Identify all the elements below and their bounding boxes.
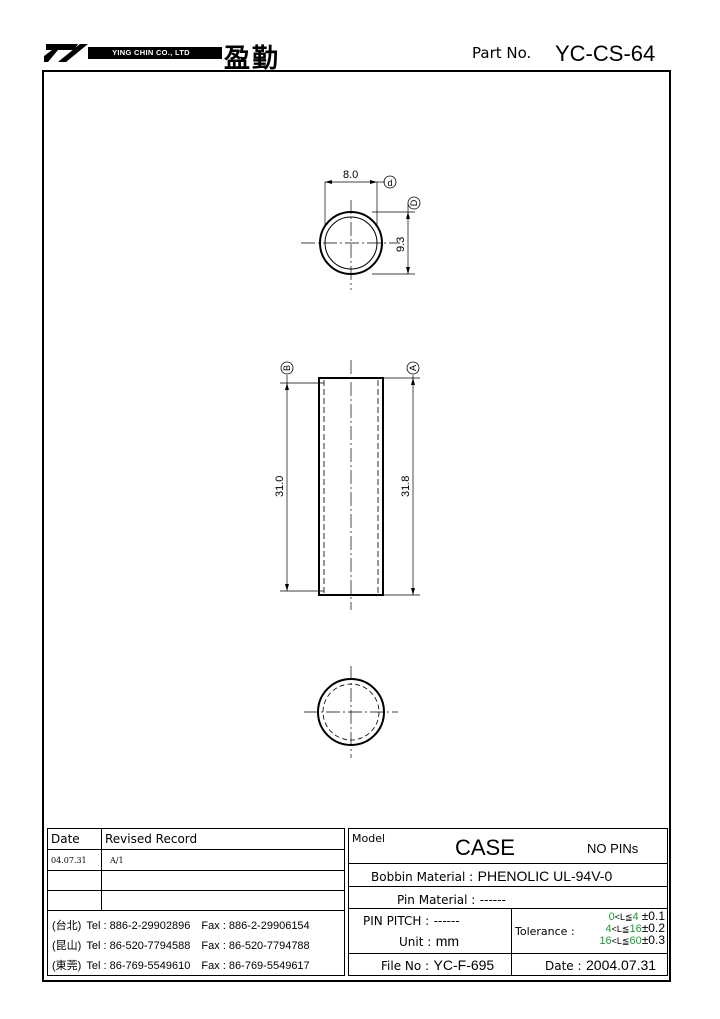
dim-d-value: 8.0 — [343, 169, 358, 181]
bobbin-material-value: PHENOLIC UL-94V-0 — [477, 868, 613, 884]
dim-d-label: d — [387, 178, 392, 188]
tolerance-lo: 16 — [599, 935, 612, 947]
pin-pitch-value: ------ — [433, 914, 460, 928]
company-name-cn: 盈勤 — [224, 44, 281, 74]
contact-tel: Tel : 86-520-7794588 — [86, 940, 191, 952]
pin-pitch-label: PIN PITCH : — [363, 914, 430, 928]
tolerance-lo: 0 — [608, 911, 615, 923]
tolerance-mid: <L≦ — [611, 936, 630, 946]
contact-tel: Tel : 886-2-29902896 — [86, 920, 191, 932]
dim-D-label: D — [409, 199, 419, 206]
contact-row: (昆山) Tel : 86-520-7794588 Fax : 86-520-7… — [52, 937, 310, 953]
bobbin-material-label: Bobbin Material : — [371, 870, 474, 884]
date-label: Date : — [545, 959, 582, 973]
date-header: Date — [51, 832, 80, 846]
revision-row-record: A/1 — [110, 856, 124, 865]
company-name-en: YING CHIN CO., LTD — [88, 47, 214, 59]
model-label: Model — [352, 832, 386, 845]
tolerance-label: Tolerance : — [515, 925, 575, 938]
file-no-value: YC-F-695 — [433, 957, 495, 973]
unit-label: Unit : — [399, 935, 432, 949]
dim-A-value: 31.8 — [400, 476, 412, 497]
tolerance-lo: 4 — [605, 923, 612, 935]
part-no-label: Part No. — [472, 44, 532, 62]
tolerance-mid: <L≦ — [611, 924, 630, 934]
date-value: 2004.07.31 — [586, 957, 657, 973]
tolerance-value: ±0.1 — [641, 909, 665, 923]
bottom-view — [304, 666, 398, 758]
contact-fax: Fax : 886-2-29906154 — [201, 920, 310, 932]
contact-row: (東莞) Tel : 86-769-5549610 Fax : 86-769-5… — [52, 957, 310, 973]
pin-material-label: Pin Material : — [397, 893, 476, 907]
dim-B-label: B — [282, 365, 292, 371]
unit-value: mm — [435, 933, 460, 949]
tolerance-row: 0<L≦4 ±0.1 — [571, 909, 665, 923]
tolerance-hi: 60 — [629, 935, 642, 947]
tolerance-mid: <L≦ — [614, 912, 633, 922]
part-number: YC-CS-64 — [555, 41, 656, 66]
contact-city: (昆山) — [52, 940, 82, 952]
revision-row-date: 04.07.31 — [51, 856, 87, 865]
contact-fax: Fax : 86-520-7794788 — [201, 940, 310, 952]
tolerance-list: 0<L≦4 ±0.1 4<L≦16±0.2 16<L≦60±0.3 — [571, 909, 665, 947]
tolerance-row: 4<L≦16±0.2 — [571, 921, 665, 935]
pins-value: NO PINs — [587, 841, 639, 856]
title-block: Model CASE NO PINs Bobbin Material : PHE… — [348, 828, 668, 976]
drawing-frame — [42, 70, 671, 982]
pin-material-value: ------ — [479, 893, 506, 907]
top-view — [301, 175, 421, 290]
dim-D-value: 9.3 — [395, 237, 407, 252]
technical-drawing: 8.0 d 9.3 D 31.0 B 31.8 A — [274, 169, 421, 758]
dim-A-label: A — [408, 365, 418, 371]
tolerance-hi: 4 — [632, 911, 639, 923]
side-view — [280, 360, 420, 610]
contact-fax: Fax : 86-769-5549617 — [201, 960, 310, 972]
tolerance-hi: 16 — [629, 923, 642, 935]
revised-record-header: Revised Record — [105, 832, 198, 846]
file-no-label: File No : — [381, 959, 430, 973]
revision-table: Date Revised Record 04.07.31 A/1 (台北) Te… — [47, 828, 345, 976]
contact-city: (台北) — [52, 920, 82, 932]
dim-B-value: 31.0 — [274, 476, 286, 497]
tolerance-value: ±0.3 — [641, 933, 665, 947]
tolerance-row: 16<L≦60±0.3 — [571, 933, 665, 947]
contact-row: (台北) Tel : 886-2-29902896 Fax : 886-2-29… — [52, 917, 310, 933]
tolerance-value: ±0.2 — [641, 921, 665, 935]
model-value: CASE — [455, 835, 515, 860]
contact-tel: Tel : 86-769-5549610 — [86, 960, 191, 972]
contact-city: (東莞) — [52, 960, 82, 972]
